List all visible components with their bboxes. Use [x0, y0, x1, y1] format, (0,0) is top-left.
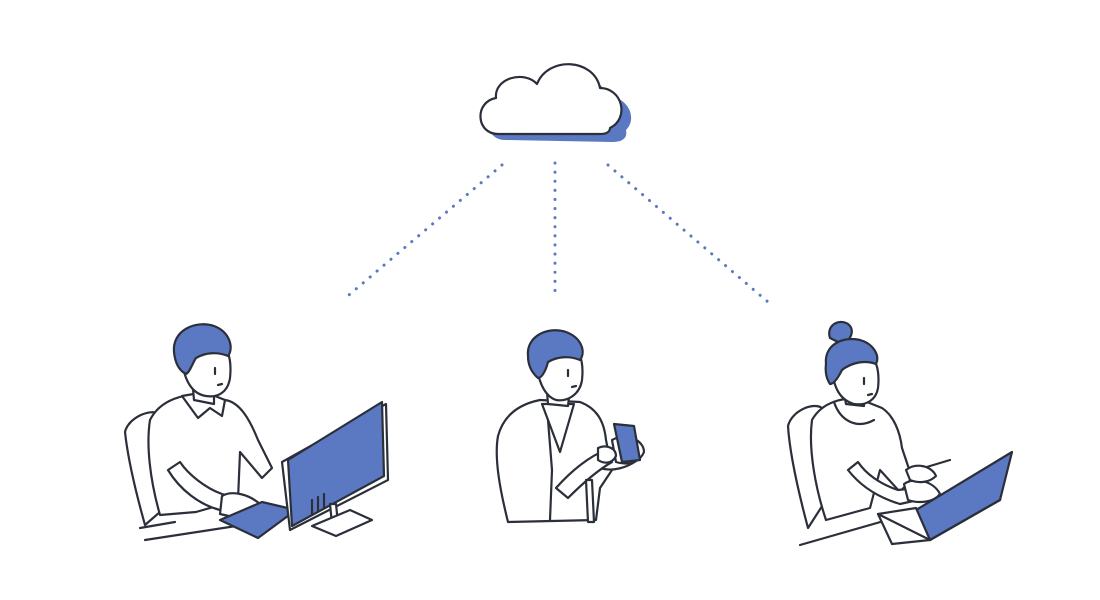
- laptop-icon: [876, 450, 1014, 546]
- desktop-computer-icon: [280, 400, 390, 538]
- cloud-icon: [479, 63, 632, 142]
- hair: [172, 323, 232, 376]
- jacket: [495, 398, 614, 524]
- laptop-user: [786, 320, 1014, 547]
- hair: [824, 337, 879, 386]
- cane: [584, 478, 596, 524]
- mobile-user: [495, 329, 646, 524]
- connection-line-desktop: [341, 163, 504, 302]
- connection-line-laptop: [606, 163, 770, 304]
- desktop-user: [123, 323, 390, 542]
- hair: [526, 329, 584, 380]
- smartphone-icon: [612, 422, 642, 464]
